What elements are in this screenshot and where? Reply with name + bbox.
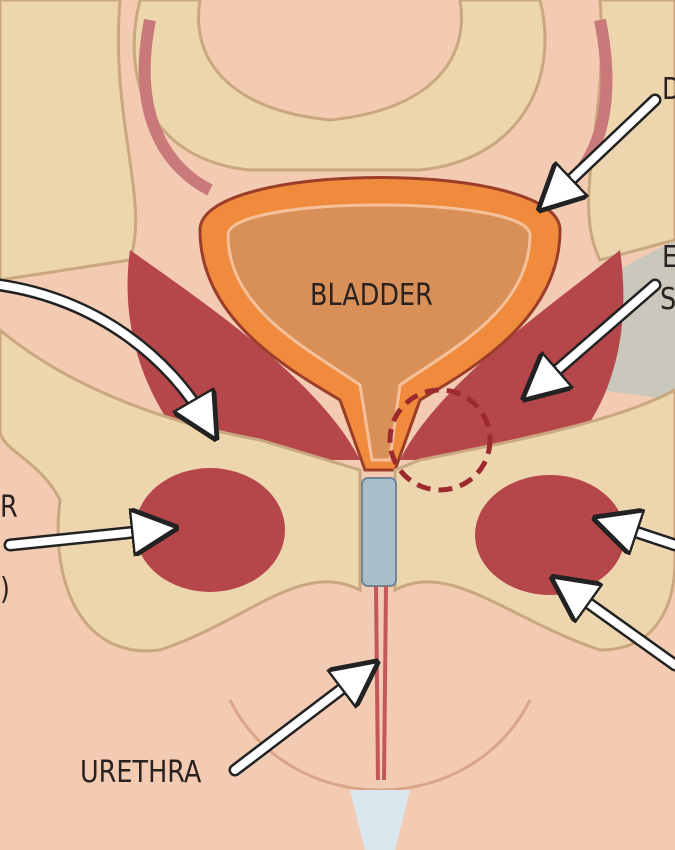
mid-right-partial-label-1: E bbox=[662, 240, 675, 275]
arrow-obturator-right bbox=[615, 525, 675, 545]
top-right-partial-label: D bbox=[662, 72, 675, 107]
sphincter-highlight-circle bbox=[387, 387, 493, 493]
left-iliac-bone bbox=[0, 0, 138, 282]
levator-ani-right bbox=[400, 250, 624, 460]
bladder-label: BLADDER bbox=[310, 278, 433, 313]
bladder-lumen bbox=[226, 203, 532, 462]
obturator-muscle-right bbox=[475, 475, 625, 595]
sacrum-bone bbox=[132, 0, 547, 172]
mid-right-partial-label-2: S bbox=[660, 282, 675, 317]
obturator-muscle-left bbox=[135, 468, 285, 592]
vaginal-opening bbox=[350, 790, 410, 850]
arrow-lower-right bbox=[570, 590, 675, 669]
arrow-detrusor bbox=[555, 96, 659, 195]
urethra-label: URETHRA bbox=[80, 755, 202, 790]
left-ligament bbox=[138, 18, 213, 196]
arrow-shafts bbox=[0, 96, 675, 774]
arrow-levator bbox=[0, 281, 205, 420]
pubic-symphysis bbox=[361, 477, 397, 587]
left-partial-label-2: ) bbox=[0, 572, 10, 607]
arrow-sphincter bbox=[540, 281, 659, 385]
arrow-obturator-left bbox=[6, 530, 155, 545]
arrow-urethra bbox=[231, 675, 360, 774]
left-partial-label-1: R bbox=[0, 490, 18, 525]
